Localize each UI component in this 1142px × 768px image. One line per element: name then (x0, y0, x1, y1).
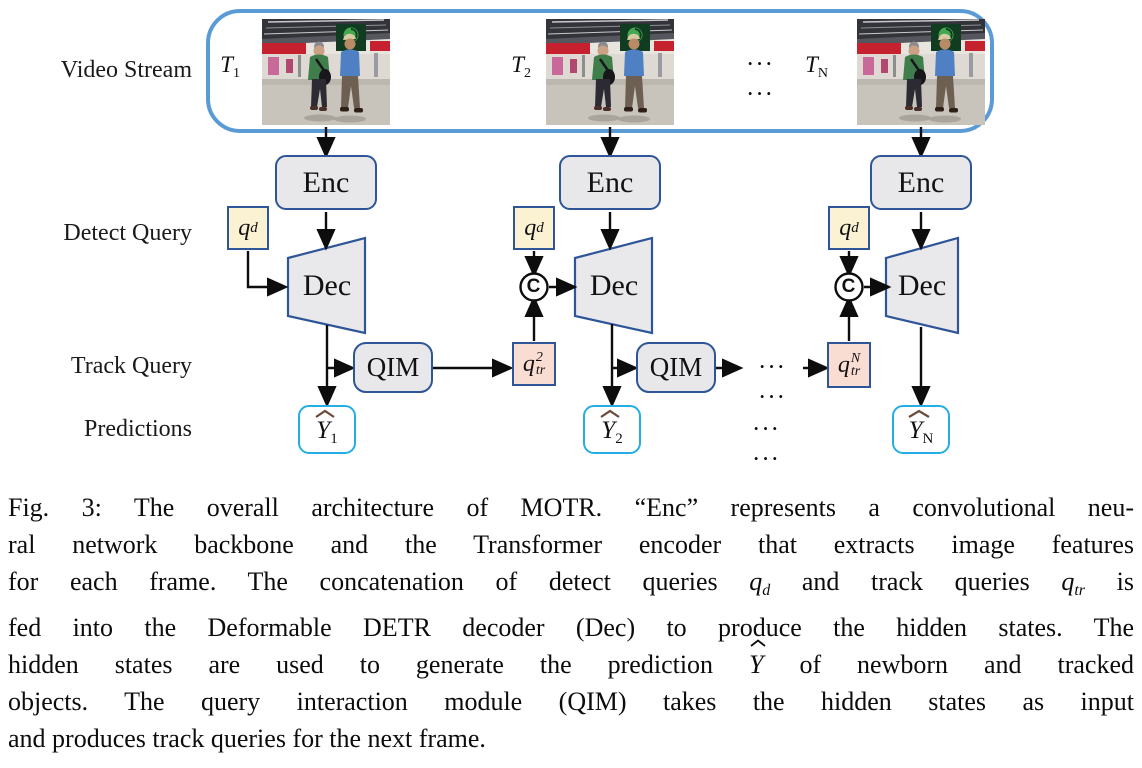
caption-l3b: and track queries (770, 567, 1062, 596)
caption-qtr-base: q (1061, 567, 1075, 596)
tn-sub: N (817, 66, 828, 81)
frame-label-t1: T1 (184, 50, 240, 81)
caption-qtr-math: qtr (1061, 567, 1086, 599)
t1-base: T (220, 52, 233, 77)
row-label-predictions: Predictions (84, 416, 192, 442)
figure-caption: Fig. 3: The overall architecture of MOTR… (8, 489, 1134, 757)
tn-base: T (805, 52, 818, 77)
caption-line-5: hidden states are used to generate the p… (8, 639, 1134, 683)
concat-symbol-2: C (526, 276, 541, 297)
caption-line-1: Fig. 3: The overall architecture of MOTR… (8, 493, 1134, 522)
caption-line-2: ral network backbone and the Transformer… (8, 530, 1134, 559)
yn-sub: N (922, 431, 934, 447)
concat-circles (519, 272, 864, 302)
caption-yhat-math: Y (749, 639, 766, 683)
row-label-detect-query: Detect Query (63, 220, 192, 246)
prediction-box-n: YN (892, 405, 950, 454)
yn-math: YN (908, 409, 934, 448)
caption-line-6: objects. The query interaction module (Q… (8, 687, 1134, 716)
frame-label-t2: T2 (475, 50, 531, 81)
connector-arrows-layer (246, 127, 960, 408)
qim-box-2: QIM (636, 342, 716, 393)
encoder-box-2: Enc (559, 155, 661, 210)
qd2-base: q (524, 214, 537, 241)
motr-architecture-diagram: Video Stream Detect Query Track Query Pr… (60, 9, 994, 473)
y1-math: Y1 (315, 409, 338, 448)
caption-qd-math: qd (749, 567, 771, 599)
decoder-label-1: Dec (302, 269, 352, 302)
row-label-video-stream: Video Stream (60, 57, 192, 83)
y2-base: Y (601, 417, 616, 444)
concat-symbol-n: C (841, 276, 856, 297)
t1-sub: 1 (233, 66, 240, 81)
caption-hat-accent-icon (750, 639, 766, 647)
y2-hat-accent-icon (600, 409, 620, 418)
caption-line-3: for each frame. The concatenation of det… (8, 563, 1134, 609)
qd1-sub: d (250, 219, 258, 236)
y1-hat-accent-icon (315, 409, 335, 418)
caption-qtr-sub: tr (1074, 582, 1086, 599)
qdn-base: q (839, 214, 852, 241)
y2-sub: 2 (615, 431, 623, 447)
caption-l5a: hidden states are used to generate the p… (8, 650, 750, 679)
frame-label-tn: TN (772, 50, 828, 81)
caption-l3c: is (1085, 567, 1134, 596)
track-query-ellipsis: ··· ··· (758, 354, 786, 411)
qd2-sub: d (536, 219, 544, 236)
caption-qd-base: q (749, 567, 763, 596)
caption-l3a: for each frame. The concatenation of det… (8, 567, 750, 596)
caption-line-4: fed into the Deformable DETR decoder (De… (8, 613, 1134, 642)
caption-l5b: of newborn and tracked (763, 650, 1134, 679)
qim-box-1: QIM (353, 342, 433, 393)
qtrn-sup: N (850, 351, 861, 366)
predictions-ellipsis: ··· ··· (752, 416, 780, 473)
caption-y-base: Y (749, 650, 764, 679)
yn-base: Y (908, 417, 923, 444)
video-stream-container (206, 9, 994, 133)
y2-math: Y2 (600, 409, 623, 448)
y1-base: Y (316, 417, 331, 444)
encoder-box-n: Enc (870, 155, 972, 210)
qtr2-sup: 2 (535, 350, 543, 365)
caption-qd-sub: d (762, 582, 771, 599)
video-stream-ellipsis: ··· ··· (746, 51, 774, 108)
qtr2-base: q (522, 350, 535, 377)
t2-base: T (511, 52, 524, 77)
prediction-box-1: Y1 (298, 405, 356, 454)
yn-hat-accent-icon (908, 409, 930, 418)
qd1-base: q (238, 214, 251, 241)
decoder-label-2: Dec (589, 269, 639, 302)
caption-line-7: and produces track queries for the next … (8, 724, 486, 753)
prediction-box-2: Y2 (583, 405, 641, 454)
y1-sub: 1 (330, 431, 338, 447)
row-label-track-query: Track Query (70, 353, 192, 379)
decoder-label-n: Dec (897, 269, 947, 302)
qdn-sub: d (851, 219, 859, 236)
t2-sub: 2 (524, 66, 531, 81)
qtrn-base: q (837, 351, 850, 378)
qtr2-sub: tr (535, 363, 546, 378)
encoder-box-1: Enc (275, 155, 377, 210)
decoder-trapezoids (286, 236, 960, 335)
qtrn-sub: tr (850, 364, 861, 379)
arrow-lines (246, 127, 931, 408)
